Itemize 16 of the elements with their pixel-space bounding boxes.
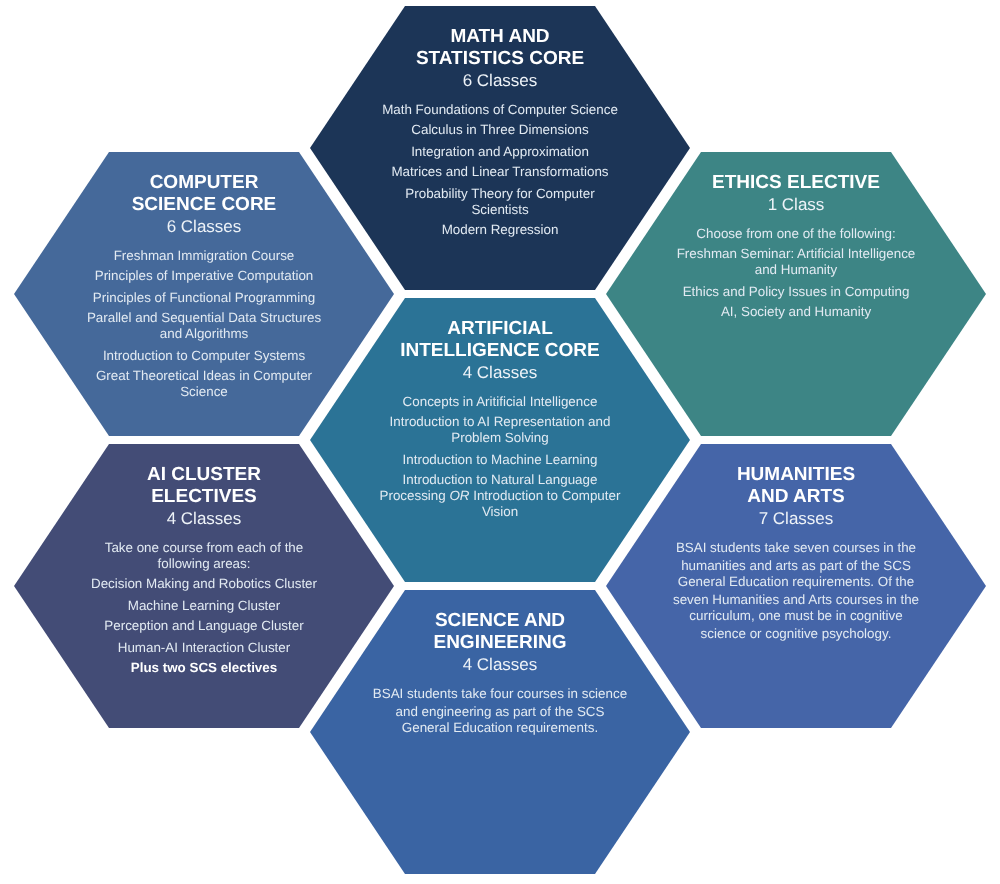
section-heading: ARTIFICIAL INTELLIGENCE CORE: [400, 318, 600, 362]
class-count: 4 Classes: [166, 508, 242, 530]
hexagon-panel: [606, 152, 986, 436]
section-heading: AI CLUSTER ELECTIVES: [145, 464, 263, 508]
section-heading: MATH AND STATISTICS CORE: [413, 26, 587, 70]
class-count: 7 Classes: [758, 508, 834, 530]
section-heading: ETHICS ELECTIVE: [712, 172, 880, 194]
section-heading: COMPUTER SCIENCE CORE: [129, 172, 279, 216]
section-heading: SCIENCE AND ENGINEERING: [431, 610, 569, 654]
class-count: 6 Classes: [166, 216, 242, 238]
class-count: 1 Class: [767, 194, 825, 216]
class-count: 4 Classes: [462, 654, 538, 676]
hexagon-panel: [14, 152, 394, 436]
class-count: 6 Classes: [462, 70, 538, 92]
class-count: 4 Classes: [462, 362, 538, 384]
section-heading: HUMANITIES AND ARTS: [734, 464, 858, 508]
